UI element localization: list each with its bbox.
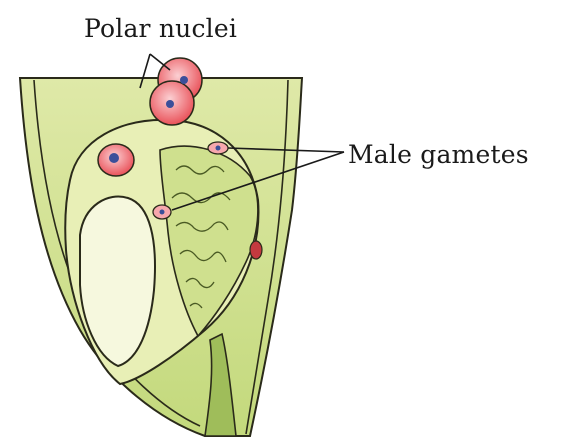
- male-gametes-label: Male gametes: [348, 140, 529, 169]
- polar-nuclei-label: Polar nuclei: [84, 14, 237, 43]
- synergid-nucleus: [250, 241, 262, 259]
- polar-nucleolus-lower: [166, 100, 174, 108]
- male-gamete-upper: [208, 142, 228, 154]
- egg-nucleus: [98, 144, 134, 176]
- polar-nucleolus-upper: [180, 76, 188, 84]
- male-gamete-lower: [153, 205, 171, 219]
